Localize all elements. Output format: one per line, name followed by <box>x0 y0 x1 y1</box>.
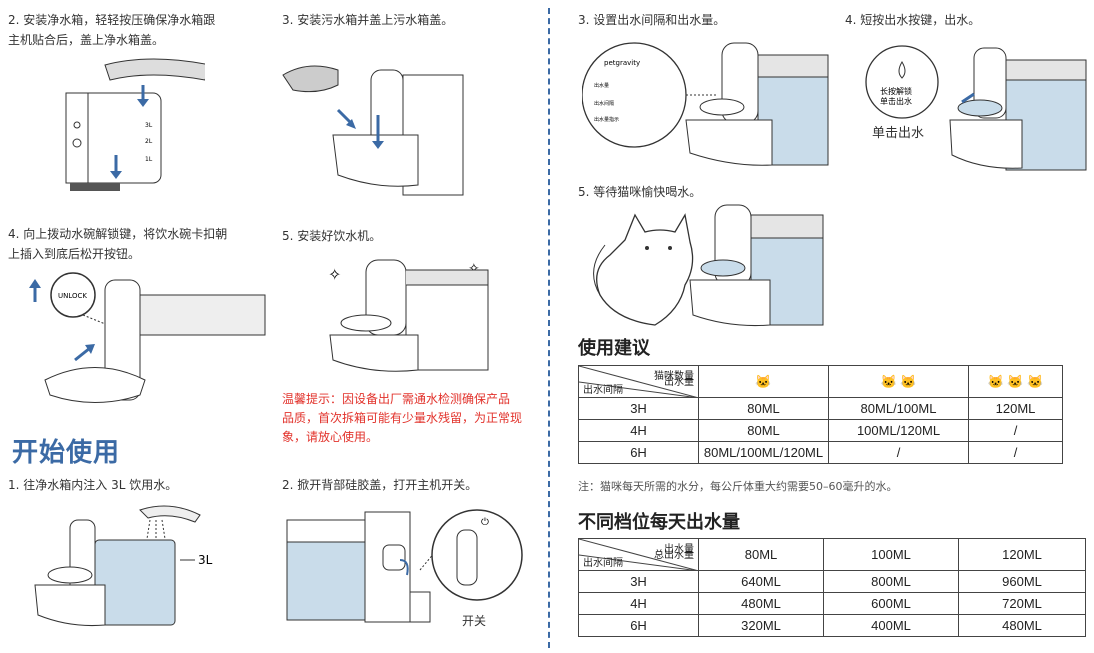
tank-mark: 1L <box>145 156 153 163</box>
row-label: 6H <box>578 441 699 464</box>
table-cell: 800ML <box>823 570 959 593</box>
table-cell: 100ML/120ML <box>828 419 969 442</box>
fill-mark: 3L <box>198 553 213 567</box>
volume-header: 100ML <box>823 538 959 571</box>
table-cell: 400ML <box>823 614 959 637</box>
table-cell: 80ML/100ML/120ML <box>698 441 829 464</box>
step-line: 上插入到底后松开按钮。 <box>8 247 141 261</box>
table-cell: / <box>968 419 1063 442</box>
table-cell: 80ML <box>698 419 829 442</box>
corner-right-label: 出水量 <box>664 377 694 388</box>
advice-title: 使用建议 <box>578 338 650 359</box>
cat-drinks-illustration <box>593 204 824 327</box>
corner-right-label: 总出水量 <box>654 550 694 561</box>
switch-label: 开关 <box>462 614 487 628</box>
row-label: 4H <box>578 419 699 442</box>
step-cat-drinks: 5. 等待猫咪愉快喝水。 <box>578 185 702 199</box>
table-cell: 480ML <box>698 592 824 615</box>
single-press-label: 单击出水 <box>872 126 925 141</box>
step-fill-water: 1. 往净水箱内注入 3L 饮用水。 <box>8 478 178 492</box>
table-cell: 960ML <box>958 570 1086 593</box>
section-title-start: 开始使用 <box>12 438 121 468</box>
sparkle-icon: ✧ <box>328 265 341 284</box>
table-cell: 640ML <box>698 570 824 593</box>
table-cell: 480ML <box>958 614 1086 637</box>
table-row: 4H 480ML 600ML 720ML <box>578 592 1086 615</box>
warning-note: 温馨提示：因设备出厂需通水检测确保产品 品质，首次拆箱可能有少量水残留，为正常现… <box>282 390 532 447</box>
press-out-text: 单击出水 <box>880 96 912 106</box>
table-cell: 720ML <box>958 592 1086 615</box>
table-cell: 80ML <box>698 397 829 420</box>
table-header-row: 出水量 出水间隔 总出水量 80ML 100ML 120ML <box>578 538 1086 571</box>
advice-table: 猫咪数量 出水间隔 出水量 🐱 🐱 🐱 🐱 🐱 🐱 3H 80ML 80ML/1… <box>578 365 1063 464</box>
table-row: 3H 80ML 80ML/100ML 120ML <box>578 397 1063 420</box>
daily-output-title: 不同档位每天出水量 <box>578 512 740 533</box>
water-need-note: 注：猫咪每天所需的水分，每公斤体重大约需要50–60毫升的水。 <box>578 480 898 493</box>
set-interval-illustration: petgravity 出水量 出水间隔 出水量指示 <box>582 42 829 166</box>
page-divider <box>548 8 550 648</box>
step-line: 主机贴合后，盖上净水箱盖。 <box>8 33 165 47</box>
table-row: 6H 320ML 400ML 480ML <box>578 614 1086 637</box>
step-install-dirty-tank: 3. 安装污水箱并盖上污水箱盖。 <box>282 13 454 27</box>
table-row: 3H 640ML 800ML 960ML <box>578 570 1086 593</box>
press-button-illustration: 长按解锁 单击出水 <box>865 45 1087 171</box>
panel-row: 出水量指示 <box>594 116 619 123</box>
dirty-tank-illustration <box>282 65 464 196</box>
tank-mark: 3L <box>145 122 153 129</box>
power-icon: ⏻ <box>481 517 489 528</box>
hold-unlock-text: 长按解锁 <box>880 86 912 96</box>
table-cell: 120ML <box>968 397 1063 420</box>
corner-left-label: 出水间隔 <box>583 558 623 569</box>
step-set-interval: 3. 设置出水间隔和出水量。 <box>578 13 726 27</box>
volume-header: 80ML <box>698 538 824 571</box>
warning-line: 品质，首次拆箱可能有少量水残留，为正常现 <box>282 411 523 425</box>
table-cell: 320ML <box>698 614 824 637</box>
daily-output-table: 出水量 出水间隔 总出水量 80ML 100ML 120ML 3H 640ML … <box>578 538 1086 637</box>
corner-left-label: 出水间隔 <box>583 385 623 396</box>
insert-bowl-illustration: UNLOCK <box>29 272 266 403</box>
table-corner-cell: 出水量 出水间隔 总出水量 <box>578 538 699 571</box>
cat-count-header: 🐱 🐱 <box>828 365 969 398</box>
table-header-row: 猫咪数量 出水间隔 出水量 🐱 🐱 🐱 🐱 🐱 🐱 <box>578 365 1063 398</box>
step-install-tank: 2. 安装净水箱，轻轻按压确保净水箱跟 主机贴合后，盖上净水箱盖。 <box>8 10 258 50</box>
step-open-switch: 2. 掀开背部硅胶盖，打开主机开关。 <box>282 478 478 492</box>
switch-illustration: ⏻ <box>286 509 523 623</box>
cat-count-header: 🐱 <box>698 365 829 398</box>
step-installed: 5. 安装好饮水机。 <box>282 229 382 243</box>
warning-line: 象，请放心使用。 <box>282 430 379 444</box>
step-insert-bowl: 4. 向上拨动水碗解锁键，将饮水碗卡扣朝 上插入到底后松开按钮。 <box>8 224 268 264</box>
table-row: 6H 80ML/100ML/120ML / / <box>578 441 1063 464</box>
warning-line: 温馨提示：因设备出厂需通水检测确保产品 <box>282 392 511 406</box>
table-cell: / <box>828 441 969 464</box>
corner-top-label: 猫咪数量 <box>654 371 694 382</box>
install-tank-illustration: 3L 2L 1L <box>65 58 205 191</box>
installed-illustration: ✧ ✧ <box>328 259 489 372</box>
unlock-label: UNLOCK <box>58 292 87 300</box>
table-cell: 600ML <box>823 592 959 615</box>
row-label: 6H <box>578 614 699 637</box>
panel-row: 出水间隔 <box>594 100 614 107</box>
table-corner-cell: 猫咪数量 出水间隔 出水量 <box>578 365 699 398</box>
row-label: 4H <box>578 592 699 615</box>
step-press-button: 4. 短按出水按键，出水。 <box>845 13 981 27</box>
tank-mark: 2L <box>145 138 153 145</box>
table-cell: / <box>968 441 1063 464</box>
step-line: 2. 安装净水箱，轻轻按压确保净水箱跟 <box>8 13 216 27</box>
table-row: 4H 80ML 100ML/120ML / <box>578 419 1063 442</box>
fill-water-illustration: 3L <box>34 505 213 627</box>
cat-count-header: 🐱 🐱 🐱 <box>968 365 1063 398</box>
panel-brand: petgravity <box>604 59 640 67</box>
row-label: 3H <box>578 397 699 420</box>
row-label: 3H <box>578 570 699 593</box>
corner-top-label: 出水量 <box>664 544 694 555</box>
table-cell: 80ML/100ML <box>828 397 969 420</box>
step-line: 4. 向上拨动水碗解锁键，将饮水碗卡扣朝 <box>8 227 228 241</box>
panel-row: 出水量 <box>594 82 609 89</box>
volume-header: 120ML <box>958 538 1086 571</box>
